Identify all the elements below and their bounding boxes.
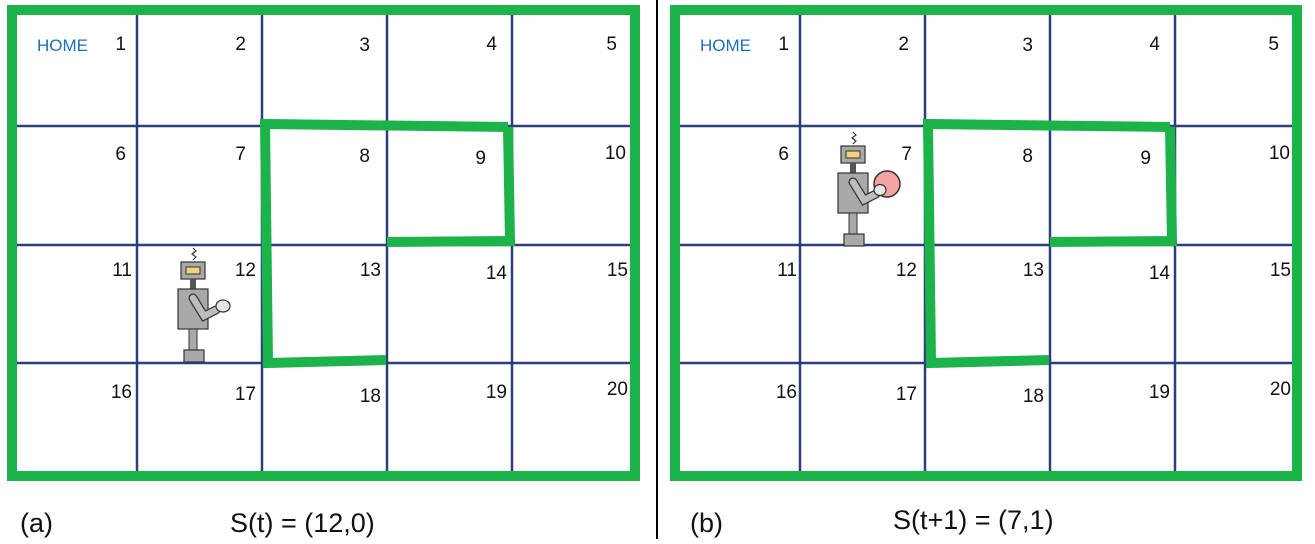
cell-number: 3 bbox=[359, 35, 370, 56]
grid-lines bbox=[12, 10, 635, 476]
cell-number: 9 bbox=[475, 148, 486, 169]
panel-b: HOME 1 2 3 4 5 6 7 8 9 10 11 12 13 14 15… bbox=[675, 10, 1297, 538]
cell-number: 2 bbox=[898, 34, 909, 55]
cell-number: 9 bbox=[1140, 148, 1151, 169]
inner-wall-right bbox=[1050, 127, 1172, 242]
cell-number: 6 bbox=[115, 144, 126, 165]
cell-number: 19 bbox=[1149, 382, 1170, 403]
cell-number: 14 bbox=[1149, 263, 1171, 284]
state-caption: S(t+1) = (7,1) bbox=[893, 505, 1054, 535]
cell-number: 17 bbox=[235, 384, 256, 405]
cell-number: 19 bbox=[486, 382, 507, 403]
cell-number: 4 bbox=[486, 34, 497, 55]
state-caption: S(t) = (12,0) bbox=[230, 508, 375, 538]
cell-number: 11 bbox=[112, 260, 132, 281]
cell-number: 12 bbox=[235, 260, 256, 281]
cell-number: 14 bbox=[486, 263, 508, 284]
panel-label: (b) bbox=[690, 508, 723, 538]
cell-number: 18 bbox=[1023, 386, 1044, 407]
cell-number: 7 bbox=[235, 144, 246, 165]
panel-label: (a) bbox=[20, 508, 53, 538]
cell-number: 3 bbox=[1022, 35, 1033, 56]
cell-number: 18 bbox=[360, 386, 381, 407]
grid-lines bbox=[675, 10, 1297, 476]
cell-number: 1 bbox=[115, 34, 126, 55]
cell-number: 5 bbox=[606, 34, 617, 55]
outer-wall bbox=[12, 10, 635, 476]
cell-number: 5 bbox=[1268, 34, 1279, 55]
panel-a: HOME 1 2 3 4 5 6 7 8 9 10 11 12 13 14 15… bbox=[12, 10, 635, 538]
cell-number: 15 bbox=[607, 260, 628, 281]
cell-number: 7 bbox=[901, 144, 912, 165]
cell-number: 20 bbox=[1270, 379, 1291, 400]
cell-number: 2 bbox=[235, 34, 246, 55]
cell-number: 12 bbox=[896, 260, 917, 281]
cell-number: 16 bbox=[111, 382, 132, 403]
cell-number: 8 bbox=[359, 146, 370, 167]
cell-number: 11 bbox=[777, 260, 797, 281]
home-label: HOME bbox=[37, 36, 88, 55]
cell-number: 8 bbox=[1022, 146, 1033, 167]
robot bbox=[838, 132, 900, 246]
robot bbox=[178, 248, 230, 362]
cell-number: 10 bbox=[605, 143, 626, 164]
home-label: HOME bbox=[700, 36, 751, 55]
inner-wall-right bbox=[387, 127, 510, 242]
cell-number: 13 bbox=[1023, 260, 1044, 281]
outer-wall bbox=[675, 10, 1297, 476]
cell-number: 1 bbox=[778, 34, 789, 55]
cell-number: 17 bbox=[896, 384, 917, 405]
cell-number: 4 bbox=[1149, 34, 1160, 55]
cell-number: 13 bbox=[360, 260, 381, 281]
cell-number: 15 bbox=[1270, 260, 1291, 281]
cell-number: 10 bbox=[1269, 143, 1290, 164]
cell-number: 20 bbox=[607, 379, 628, 400]
cell-number: 6 bbox=[778, 144, 789, 165]
cell-number: 16 bbox=[776, 382, 797, 403]
